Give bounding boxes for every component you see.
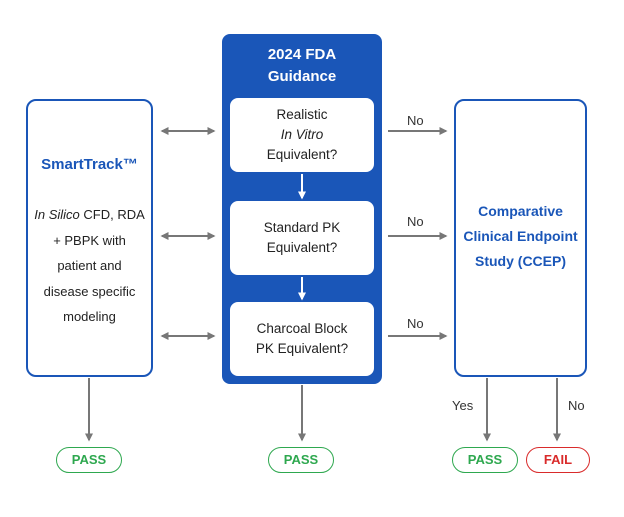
fda-guidance-title: 2024 FDA Guidance [267,46,337,85]
pass-badge-right: PASS [452,447,518,473]
smarttrack-title: SmartTrack™ [41,156,138,173]
no-fail-label: No [568,398,585,413]
no-label-3: No [407,316,424,331]
ccep-title: Comparative Clinical Endpoint Study (CCE… [463,203,578,269]
smarttrack-description: In Silico CFD, RDA + PBPK with patient a… [28,202,151,330]
no-label-1: No [407,113,424,128]
standard-pk-question: Standard PK Equivalent? [230,201,374,275]
smarttrack-line-4: disease specific [43,283,136,299]
smarttrack-line-3: patient and [57,258,122,273]
smarttrack-box: SmartTrack™ In Silico CFD, RDA + PBPK wi… [26,99,153,377]
fail-badge: FAIL [526,447,590,473]
pass-badge-left: PASS [56,447,122,473]
smarttrack-line-1: In Silico CFD, RDA [34,207,145,222]
yes-label: Yes [452,398,474,413]
ccep-box: Comparative Clinical Endpoint Study (CCE… [454,99,587,377]
pass-badge-center: PASS [268,447,334,473]
smarttrack-line-2: + PBPK with [53,232,126,248]
charcoal-block-question: Charcoal Block PK Equivalent? [230,302,374,376]
no-label-2: No [407,214,424,229]
smarttrack-line-5: modeling [63,309,116,324]
in-vitro-question: Realistic In Vitro Equivalent? [230,98,374,172]
fda-guidance-panel: 2024 FDA Guidance Realistic In Vitro Equ… [222,34,382,384]
